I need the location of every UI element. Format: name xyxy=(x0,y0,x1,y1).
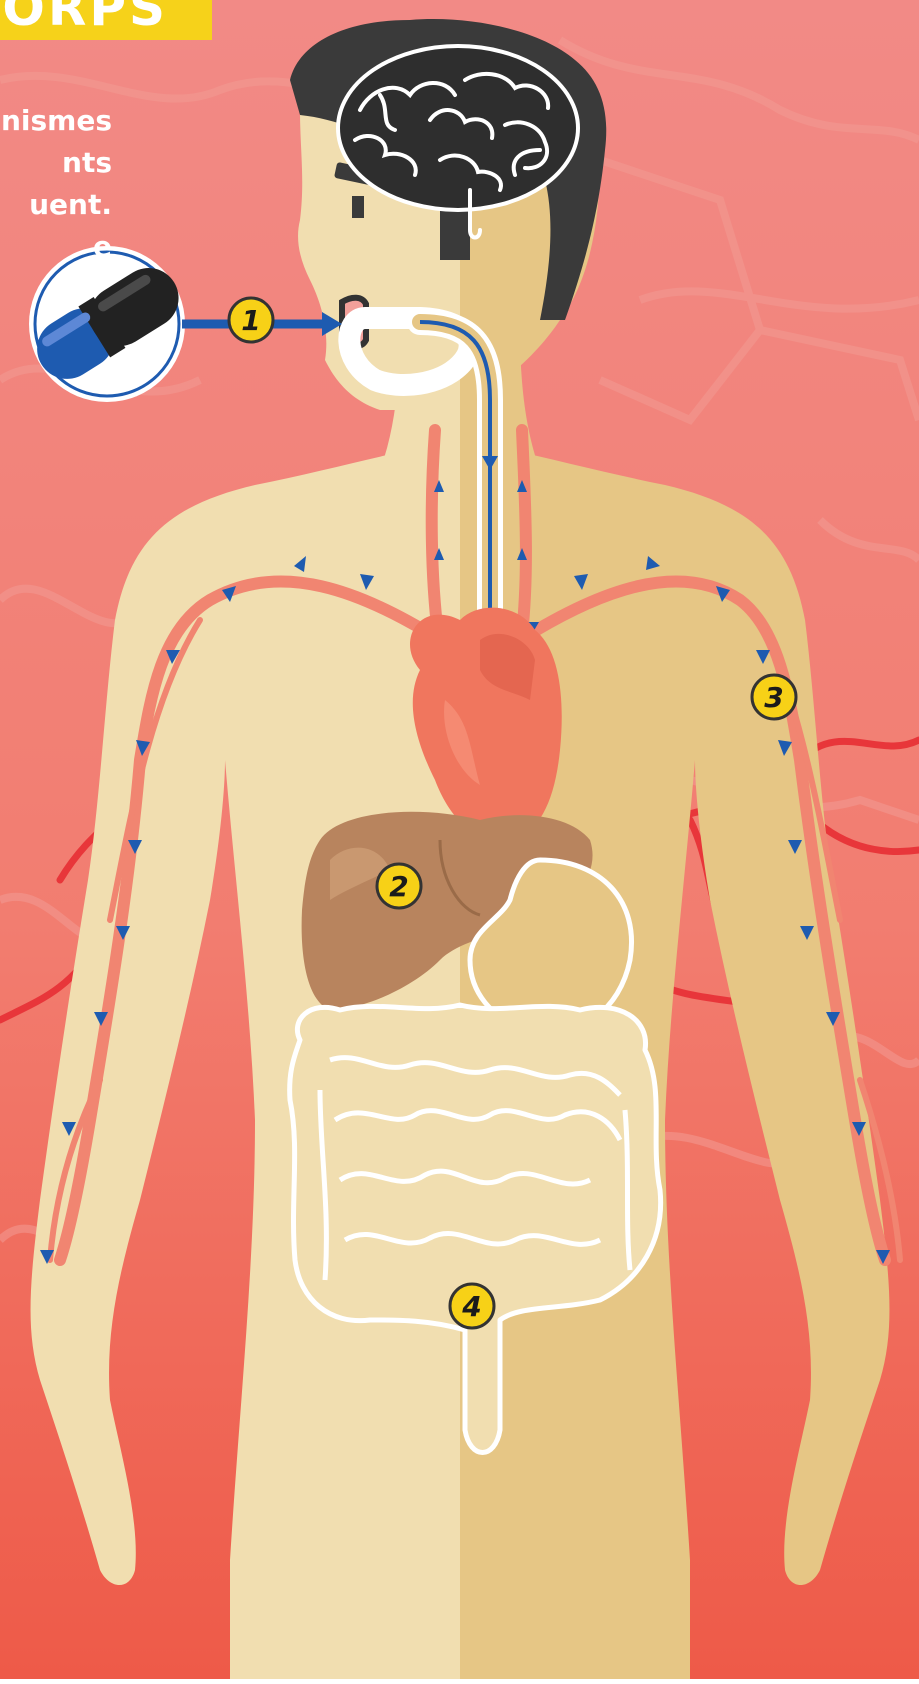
marker-2: 2 xyxy=(377,864,421,908)
marker-4-label: 4 xyxy=(461,1290,481,1323)
marker-1: 1 xyxy=(229,298,273,342)
intro-text: nismes nts uent. e xyxy=(0,100,112,268)
marker-3: 3 xyxy=(752,675,796,719)
page-title: ORPS xyxy=(2,0,168,38)
eye xyxy=(352,196,364,218)
intro-line-3: uent. xyxy=(29,188,112,221)
intro-line-4: e xyxy=(93,230,112,263)
intro-line: nts xyxy=(0,142,112,184)
intro-line: e xyxy=(0,226,112,268)
marker-2-label: 2 xyxy=(389,870,408,903)
marker-4: 4 xyxy=(450,1284,494,1328)
marker-3-label: 3 xyxy=(764,681,783,714)
marker-1-label: 1 xyxy=(241,304,260,337)
intro-line: uent. xyxy=(0,184,112,226)
intro-line: nismes xyxy=(0,100,112,142)
intro-line-2: nts xyxy=(62,146,112,179)
intro-line-1: nismes xyxy=(1,104,112,137)
title-banner: ORPS xyxy=(0,0,212,40)
